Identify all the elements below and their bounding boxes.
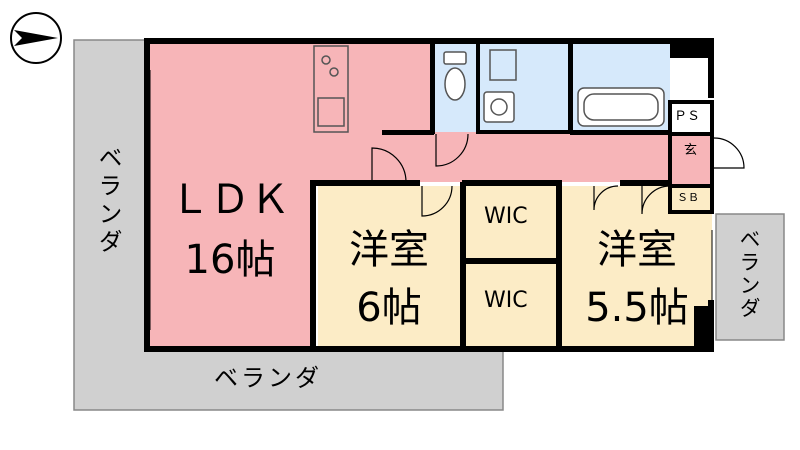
north-arrow-icon [10,12,62,64]
toilet-icon [443,51,467,101]
corridor [368,132,670,182]
entrance-area [670,136,712,186]
kitchen-counter [313,45,349,133]
wic-upper-room [466,186,556,258]
windows [145,70,713,351]
walls [144,38,714,352]
balcony-right [715,213,785,341]
bathtub-icon [577,87,665,127]
wic-lower-room [466,264,556,348]
ps-space [670,106,712,132]
doors [371,133,745,217]
washbasin-icon [483,49,517,123]
ldk-room [146,42,312,348]
